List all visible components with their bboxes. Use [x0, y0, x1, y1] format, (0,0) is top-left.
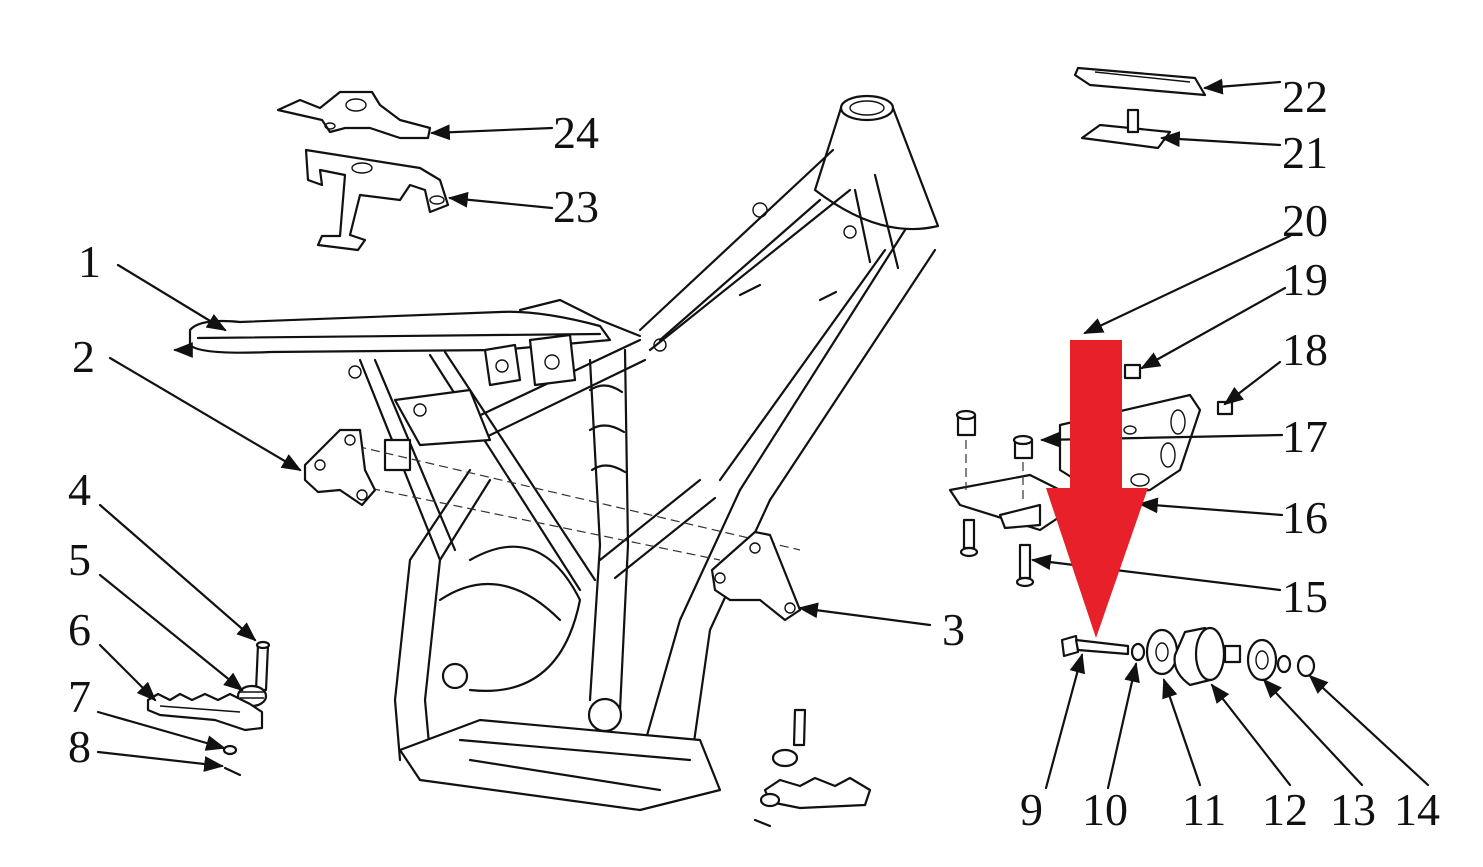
part-24-top-mount-bracket [276, 90, 432, 140]
part-6-left-footpeg [146, 692, 264, 732]
part-4-footpeg-pin [254, 640, 271, 692]
callout-label-6: 6 [68, 604, 91, 655]
part-13-rubber-bush [1246, 638, 1278, 682]
callout-label-12: 12 [1262, 784, 1308, 835]
part-19-bushing [1123, 363, 1142, 380]
part-3-side-bracket [710, 530, 802, 622]
callout-label-4: 4 [68, 464, 91, 515]
callout-label-16: 16 [1282, 492, 1328, 543]
part-12-spacer-collar [1173, 626, 1242, 687]
callout-label-8: 8 [68, 721, 91, 772]
callout-label-15: 15 [1282, 571, 1328, 622]
part-21-plate-with-stud [1080, 108, 1172, 150]
part-9-long-bolt [1060, 634, 1130, 658]
part-10-washer [1130, 642, 1146, 662]
part-14-nut [1276, 654, 1316, 678]
callout-label-3: 3 [942, 604, 965, 655]
part-23-bracket [304, 148, 450, 252]
callout-label-21: 21 [1282, 127, 1328, 178]
main-frame [188, 94, 940, 812]
red-down-arrow-icon [1046, 340, 1148, 638]
right-footpeg-assembly [753, 708, 872, 828]
callout-label-19: 19 [1282, 254, 1328, 305]
callout-label-14: 14 [1394, 784, 1440, 835]
callout-label-18: 18 [1282, 324, 1328, 375]
part-15-bolts [959, 518, 1035, 588]
part-2-side-bracket [303, 428, 377, 507]
callout-label-22: 22 [1282, 71, 1328, 122]
callout-label-7: 7 [68, 671, 91, 722]
callout-label-1: 1 [78, 236, 101, 287]
callout-label-13: 13 [1330, 784, 1376, 835]
part-7-washer [222, 744, 238, 756]
callout-labels: 1 2 3 4 5 6 7 8 9 10 11 12 13 14 15 16 1… [68, 71, 1440, 835]
callout-label-10: 10 [1082, 784, 1128, 835]
callout-label-11: 11 [1182, 784, 1226, 835]
part-11-rubber-bush [1145, 628, 1179, 676]
callout-label-24: 24 [553, 107, 599, 158]
callout-label-23: 23 [553, 181, 599, 232]
part-22-plate [1073, 66, 1207, 97]
callout-label-17: 17 [1282, 411, 1328, 462]
part-16-bracket-plate [948, 409, 1072, 532]
callout-label-20: 20 [1282, 195, 1328, 246]
callout-label-9: 9 [1020, 784, 1043, 835]
callout-label-5: 5 [68, 534, 91, 585]
leader-lines [96, 78, 1430, 790]
callout-label-2: 2 [72, 331, 95, 382]
part-8-cotter-pin [223, 766, 242, 777]
